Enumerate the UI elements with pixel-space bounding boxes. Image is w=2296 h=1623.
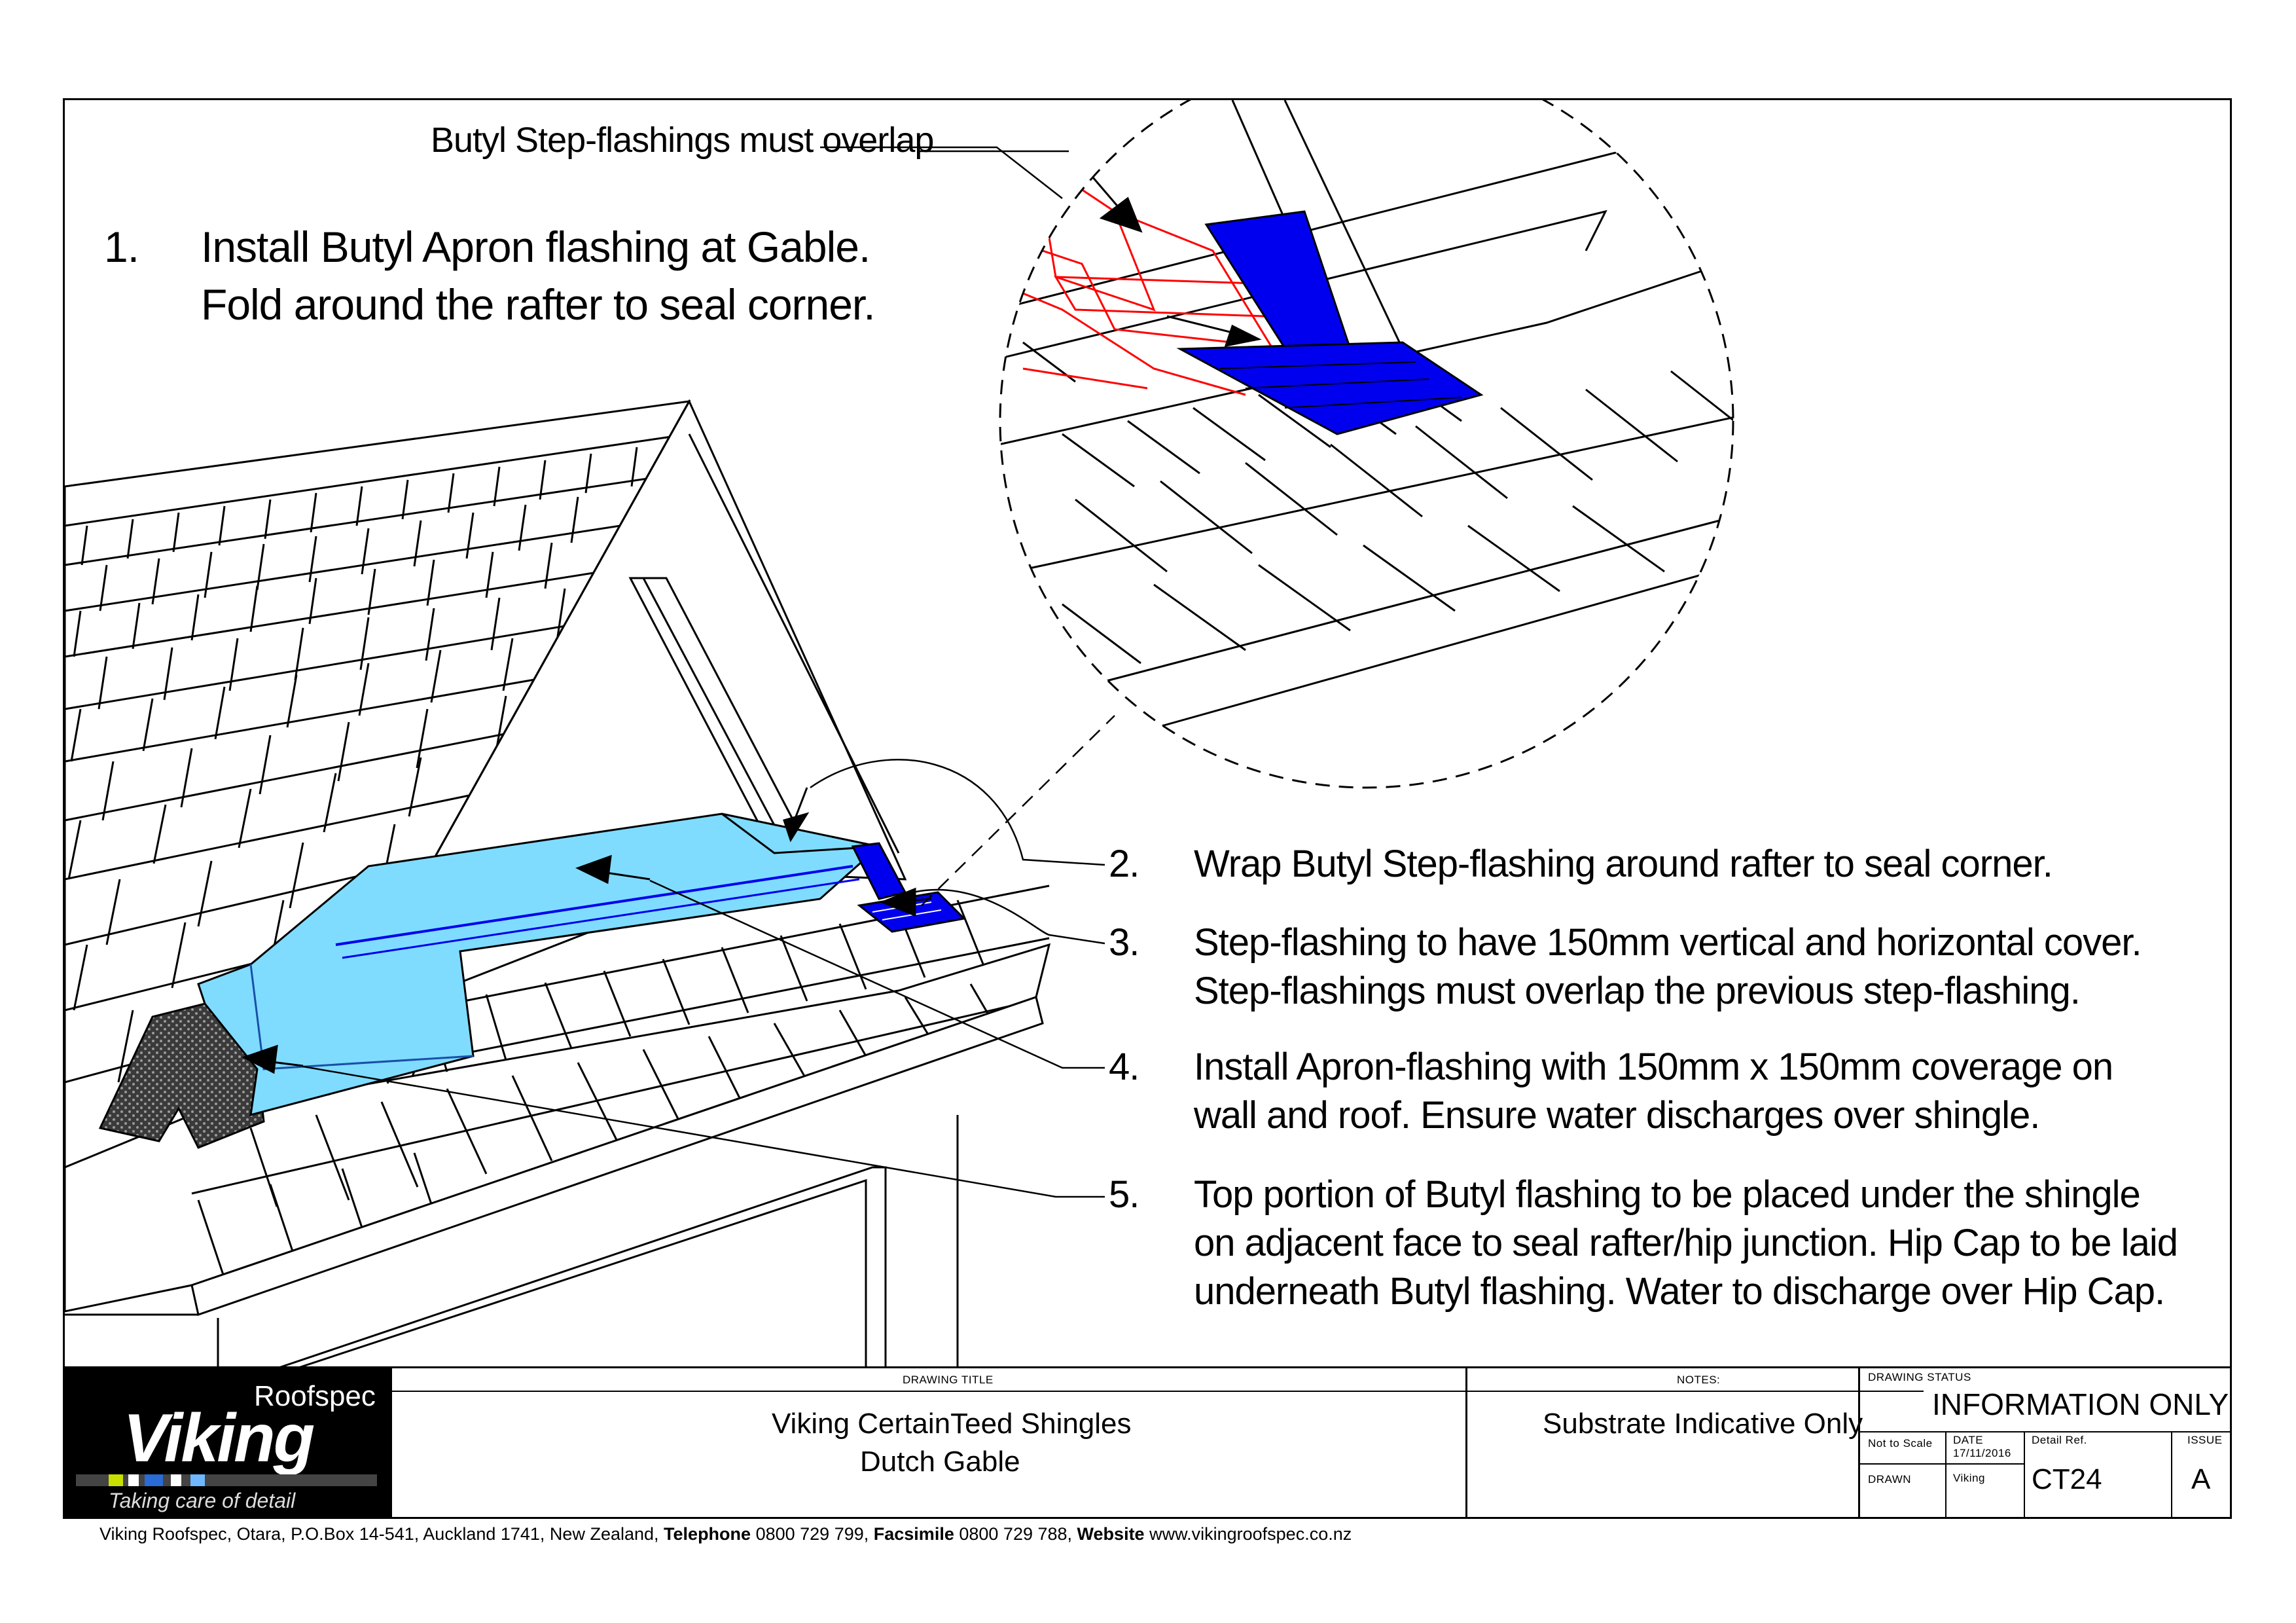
drawing-sheet: Butyl Step-flashings must overlap 1. Ins… xyxy=(63,98,2232,1519)
apron-flashing-light xyxy=(197,812,882,1117)
detail-ref-label: Detail Ref. xyxy=(2032,1434,2087,1446)
drawing-title-label: DRAWING TITLE xyxy=(903,1374,994,1386)
note-5-number: 5. xyxy=(1109,1173,1139,1216)
note-3-line-1: Step-flashing to have 150mm vertical and… xyxy=(1194,921,2142,964)
viking-logo: Roofspec Viking Taking care of detail xyxy=(63,1368,390,1519)
notes-value: Substrate Indicative Only xyxy=(1543,1408,1863,1440)
footer-website-label: Website xyxy=(1077,1524,1145,1544)
issue-label: ISSUE xyxy=(2187,1434,2223,1446)
note-2-line-1: Wrap Butyl Step-flashing around rafter t… xyxy=(1194,843,2053,885)
footer-telephone: 0800 729 799, xyxy=(755,1524,869,1544)
drawing-title-cell: DRAWING TITLE Viking CertainTeed Shingle… xyxy=(390,1368,1465,1519)
hip-cap xyxy=(98,1002,265,1149)
logo-swatch xyxy=(171,1474,181,1486)
note-1-line-2: Fold around the rafter to seal corner. xyxy=(201,280,876,329)
note-5-line-3: underneath Butyl flashing. Water to disc… xyxy=(1194,1270,2165,1313)
detail-ref-value: CT24 xyxy=(2032,1463,2102,1495)
footer-address: Viking Roofspec, Otara, P.O.Box 14-541, … xyxy=(99,1524,659,1544)
note-4-number: 4. xyxy=(1109,1046,1139,1088)
footer-fax: 0800 729 788, xyxy=(959,1524,1073,1544)
leader-lines xyxy=(302,146,1115,1198)
callout-arrows xyxy=(242,787,932,1074)
logo-swatch xyxy=(128,1474,139,1486)
note-5-line-1: Top portion of Butyl flashing to be plac… xyxy=(1194,1173,2141,1216)
note-5: 5. Top portion of Butyl flashing to be p… xyxy=(1109,1171,2189,1321)
note-3-line-2: Step-flashings must overlap the previous… xyxy=(1194,970,2081,1012)
footer-fax-label: Facsimile xyxy=(873,1524,954,1544)
issue-value: A xyxy=(2191,1463,2211,1495)
date-value: 17/11/2016 xyxy=(1953,1447,2011,1459)
note-1-line-1: Install Butyl Apron flashing at Gable. xyxy=(201,223,870,271)
note-4-line-2: wall and roof. Ensure water discharges o… xyxy=(1194,1094,2040,1137)
detail-circle xyxy=(999,100,1734,789)
drawn-label: DRAWN xyxy=(1868,1473,1912,1486)
logo-roofspec: Roofspec xyxy=(254,1380,376,1412)
note-4: 4. Install Apron-flashing with 150mm x 1… xyxy=(1109,1043,2156,1148)
footer-telephone-label: Telephone xyxy=(664,1524,751,1544)
note-5-line-2: on adjacent face to seal rafter/hip junc… xyxy=(1194,1222,2178,1264)
drawn-value: Viking xyxy=(1953,1472,1985,1484)
logo-swatch xyxy=(109,1474,123,1486)
scale-label: Not to Scale xyxy=(1868,1437,1933,1450)
logo-swatch xyxy=(190,1474,205,1486)
footer-contact: Viking Roofspec, Otara, P.O.Box 14-541, … xyxy=(99,1524,1352,1544)
roof-drawing xyxy=(65,100,1734,1370)
footer-website[interactable]: www.vikingroofspec.co.nz xyxy=(1149,1524,1352,1544)
note-3-number: 3. xyxy=(1109,921,1139,964)
step-flashing-dark xyxy=(851,842,967,933)
note-2-number: 2. xyxy=(1109,843,1139,885)
note-1-number: 1. xyxy=(104,223,139,271)
top-callout-label: Butyl Step-flashings must overlap xyxy=(431,120,934,160)
note-3: 3. Step-flashing to have 150mm vertical … xyxy=(1109,919,2156,1023)
logo-tagline: Taking care of detail xyxy=(109,1489,296,1512)
notes-cell: NOTES: Substrate Indicative Only xyxy=(1465,1368,1924,1519)
note-1: 1. Install Butyl Apron flashing at Gable… xyxy=(104,218,1020,336)
drawing-title-line-1: Viking CertainTeed Shingles xyxy=(772,1408,1132,1440)
note-2: 2. Wrap Butyl Step-flashing around rafte… xyxy=(1109,840,2156,892)
status-value: INFORMATION ONLY xyxy=(1932,1387,2229,1421)
logo-viking: Viking xyxy=(123,1400,315,1476)
drawing-title-line-2: Dutch Gable xyxy=(860,1446,1020,1478)
logo-swatch xyxy=(145,1474,163,1486)
date-label: DATE xyxy=(1953,1434,1984,1446)
status-label: DRAWING STATUS xyxy=(1868,1371,1971,1383)
note-4-line-1: Install Apron-flashing with 150mm x 150m… xyxy=(1194,1046,2113,1088)
title-block: Roofspec Viking Taking care of detail DR… xyxy=(63,1366,2232,1519)
status-cell: DRAWING STATUS INFORMATION ONLY Not to S… xyxy=(1858,1368,2232,1519)
notes-label: NOTES: xyxy=(1677,1374,1721,1386)
